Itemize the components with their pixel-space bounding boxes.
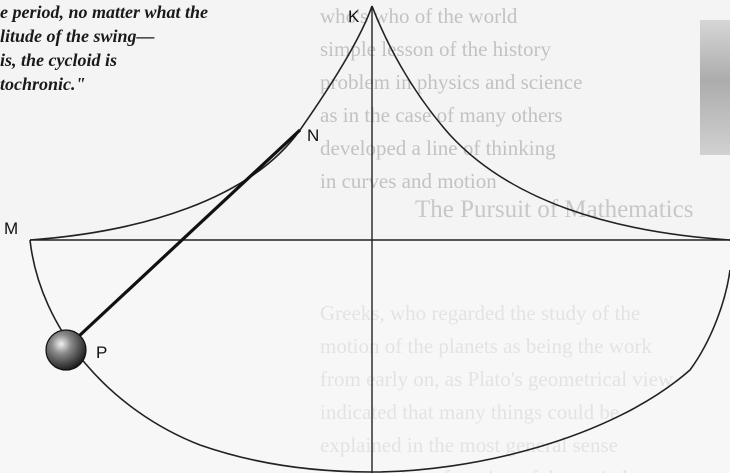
background-text-line: who's who of the world — [320, 4, 518, 28]
caption-quote-line: litude of the swing— — [0, 26, 155, 46]
caption-quote-line: e period, no matter what the — [0, 2, 209, 22]
background-text-line: developed a line of thinking — [320, 136, 556, 160]
caption-quote: e period, no matter what the litude of th… — [0, 0, 320, 96]
background-text-line: simple lesson of the history — [320, 37, 551, 61]
background-section-heading: The Pursuit of Mathematics — [415, 196, 694, 223]
cycloid-path — [29, 239, 730, 473]
right-cycloid-cheek — [371, 5, 730, 241]
label-k: K — [348, 7, 360, 26]
caption-quote-line: tochronic." — [0, 74, 86, 94]
pendulum-bob — [45, 329, 87, 371]
label-n: N — [307, 126, 319, 145]
label-p: P — [96, 343, 107, 362]
background-text-line: problem in physics and science — [320, 70, 583, 94]
background-text-line: in curves and motion — [320, 169, 497, 193]
label-m: M — [4, 219, 18, 238]
caption-quote-line: is, the cycloid is — [0, 50, 117, 70]
background-text-line: as in the case of many others — [320, 103, 563, 127]
background-photo — [700, 20, 730, 155]
pendulum-string — [62, 128, 302, 352]
left-cycloid-cheek — [29, 5, 373, 241]
diagram-backing — [0, 240, 730, 473]
